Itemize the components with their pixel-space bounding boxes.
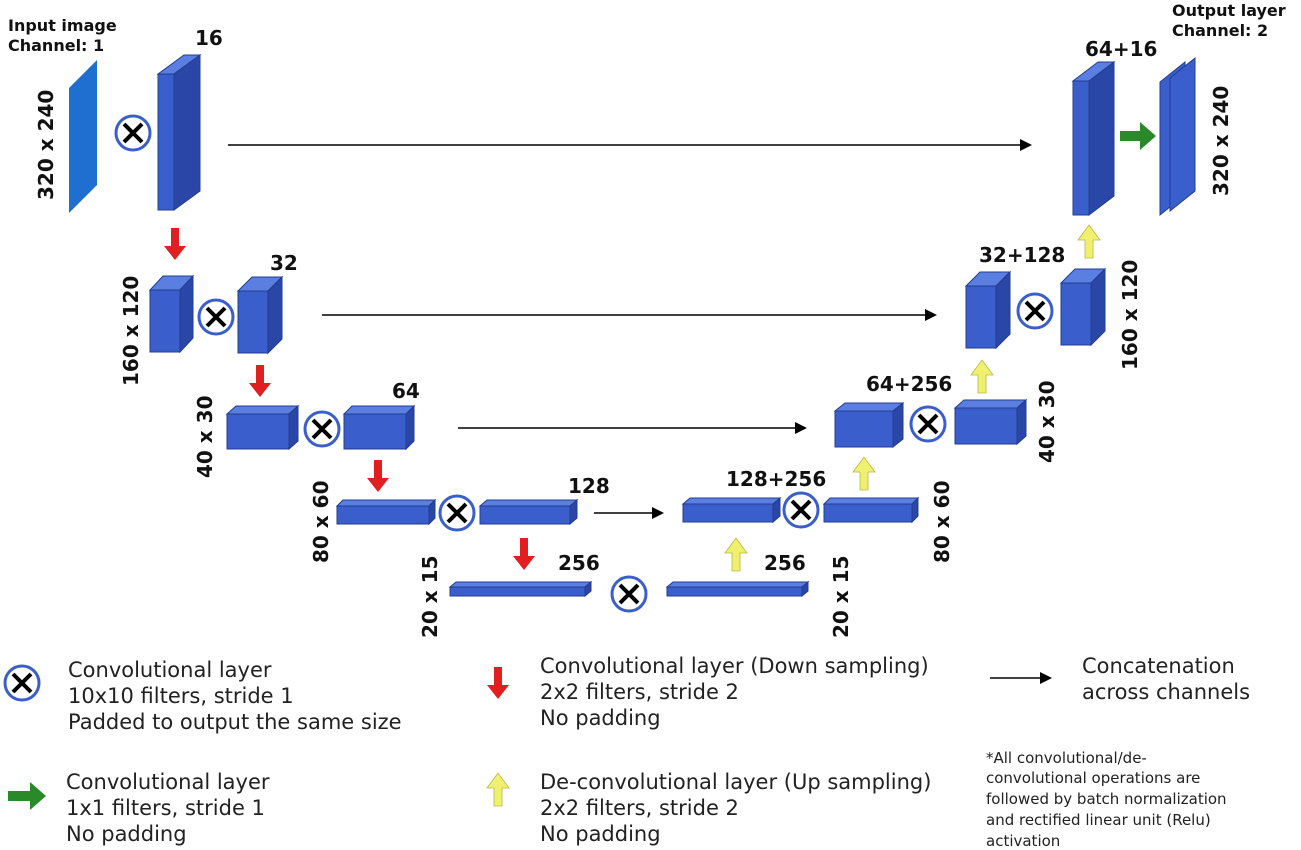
output-layer-slabs — [1159, 56, 1196, 217]
block-128-256 — [681, 496, 782, 524]
legend-conv1x1-arrow-icon — [8, 782, 46, 810]
block-40x30-b — [953, 398, 1028, 446]
legend-note-line5: activation — [986, 832, 1060, 850]
up-arrow-4 — [1077, 224, 1101, 259]
ch-128: 128 — [568, 474, 610, 498]
block-64 — [342, 404, 416, 451]
ch-32-128: 32+128 — [979, 243, 1065, 267]
block-32-128 — [964, 270, 1012, 350]
concat-arrows — [228, 139, 1032, 519]
up-arrow-1 — [724, 537, 748, 572]
legend-note-line1: *All convolutional/de- — [986, 749, 1147, 767]
block-64-16 — [1071, 60, 1116, 217]
block-128 — [478, 498, 579, 526]
legend-down-line1: Convolutional layer (Down sampling) — [540, 654, 929, 678]
ch-64-16: 64+16 — [1085, 37, 1157, 61]
legend-conv-line1: Convolutional layer — [68, 658, 272, 682]
legend-up-line3: No padding — [540, 822, 661, 846]
block-40x30-a — [225, 404, 300, 451]
block-256-b — [665, 580, 810, 598]
legend-conv1x1-line3: No padding — [66, 822, 187, 846]
conv-symbol-3 — [303, 410, 341, 448]
conv-symbols — [114, 114, 1054, 613]
down-arrow-4 — [513, 538, 535, 570]
block-32 — [236, 275, 284, 355]
block-16 — [156, 54, 202, 211]
up-arrow-2 — [852, 456, 876, 491]
legend-conv-line2: 10x10 filters, stride 1 — [68, 684, 294, 708]
down-arrows — [164, 228, 535, 570]
size-320x240-right: 320 x 240 — [1209, 86, 1233, 196]
up-arrows — [724, 224, 1101, 572]
size-20x15-right: 20 x 15 — [829, 556, 853, 639]
output-channel: Channel: 2 — [1172, 21, 1268, 40]
input-image-slab — [69, 60, 97, 213]
conv1x1-arrow — [1120, 122, 1156, 150]
size-20x15-left: 20 x 15 — [418, 556, 442, 639]
down-arrow-1 — [164, 228, 186, 260]
block-64-256 — [833, 401, 905, 449]
block-160x120-b — [1059, 267, 1107, 347]
legend-conv1x1-line2: 1x1 filters, stride 1 — [66, 796, 265, 820]
legend-conv-line3: Padded to output the same size — [68, 710, 402, 734]
ch-64-256: 64+256 — [866, 372, 952, 396]
ch-16: 16 — [195, 26, 223, 50]
legend-note-line4: and rectified linear unit (Relu) — [986, 811, 1211, 829]
blocks — [69, 54, 1196, 598]
block-160x120-a — [148, 274, 195, 354]
size-40x30-left: 40 x 30 — [193, 396, 217, 479]
conv-symbol-6 — [782, 491, 820, 529]
ch-256-left: 256 — [558, 551, 600, 575]
size-80x60-left: 80 x 60 — [309, 481, 333, 564]
down-arrow-2 — [249, 365, 271, 397]
conv-symbol-4 — [438, 494, 476, 532]
size-40x30-right: 40 x 30 — [1035, 381, 1059, 464]
legend-conv-icon — [3, 664, 41, 702]
input-channel: Channel: 1 — [8, 36, 104, 55]
legend: Convolutional layer 10x10 filters, strid… — [3, 654, 1250, 850]
legend-conv1x1-line1: Convolutional layer — [66, 770, 270, 794]
input-title: Input image — [8, 16, 117, 35]
size-160x120-right: 160 x 120 — [1118, 260, 1142, 370]
ch-32: 32 — [270, 251, 298, 275]
diagram-labels: Input image Channel: 1 Output layer Chan… — [8, 1, 1286, 638]
down-arrow-3 — [367, 460, 389, 492]
conv-symbol-7 — [909, 405, 947, 443]
conv-symbol-5 — [610, 575, 648, 613]
size-320x240-left: 320 x 240 — [34, 90, 58, 200]
size-160x120-left: 160 x 120 — [119, 276, 143, 386]
legend-up-arrow-icon — [486, 772, 510, 807]
ch-64: 64 — [392, 379, 420, 403]
output-title: Output layer — [1172, 1, 1286, 20]
ch-128-256: 128+256 — [726, 467, 826, 491]
conv-symbol-8 — [1016, 292, 1054, 330]
up-arrow-3 — [970, 359, 994, 394]
conv-symbol-1 — [114, 114, 152, 152]
legend-note-line2: convolutional operations are — [986, 769, 1200, 787]
size-80x60-right: 80 x 60 — [930, 481, 954, 564]
legend-up-line2: 2x2 filters, stride 2 — [540, 796, 739, 820]
legend-concat-line1: Concatenation — [1082, 654, 1235, 678]
legend-down-line3: No padding — [540, 706, 661, 730]
legend-down-arrow-icon — [487, 667, 509, 699]
legend-up-line1: De-convolutional layer (Up sampling) — [540, 770, 931, 794]
legend-concat-line2: across channels — [1082, 680, 1250, 704]
legend-note-line3: followed by batch normalization — [986, 790, 1227, 808]
block-256-a — [448, 580, 593, 598]
block-80x60-a — [335, 498, 437, 526]
legend-down-line2: 2x2 filters, stride 2 — [540, 680, 739, 704]
ch-256-right: 256 — [764, 551, 806, 575]
conv-symbol-2 — [197, 298, 235, 336]
block-80x60-b — [822, 496, 920, 524]
